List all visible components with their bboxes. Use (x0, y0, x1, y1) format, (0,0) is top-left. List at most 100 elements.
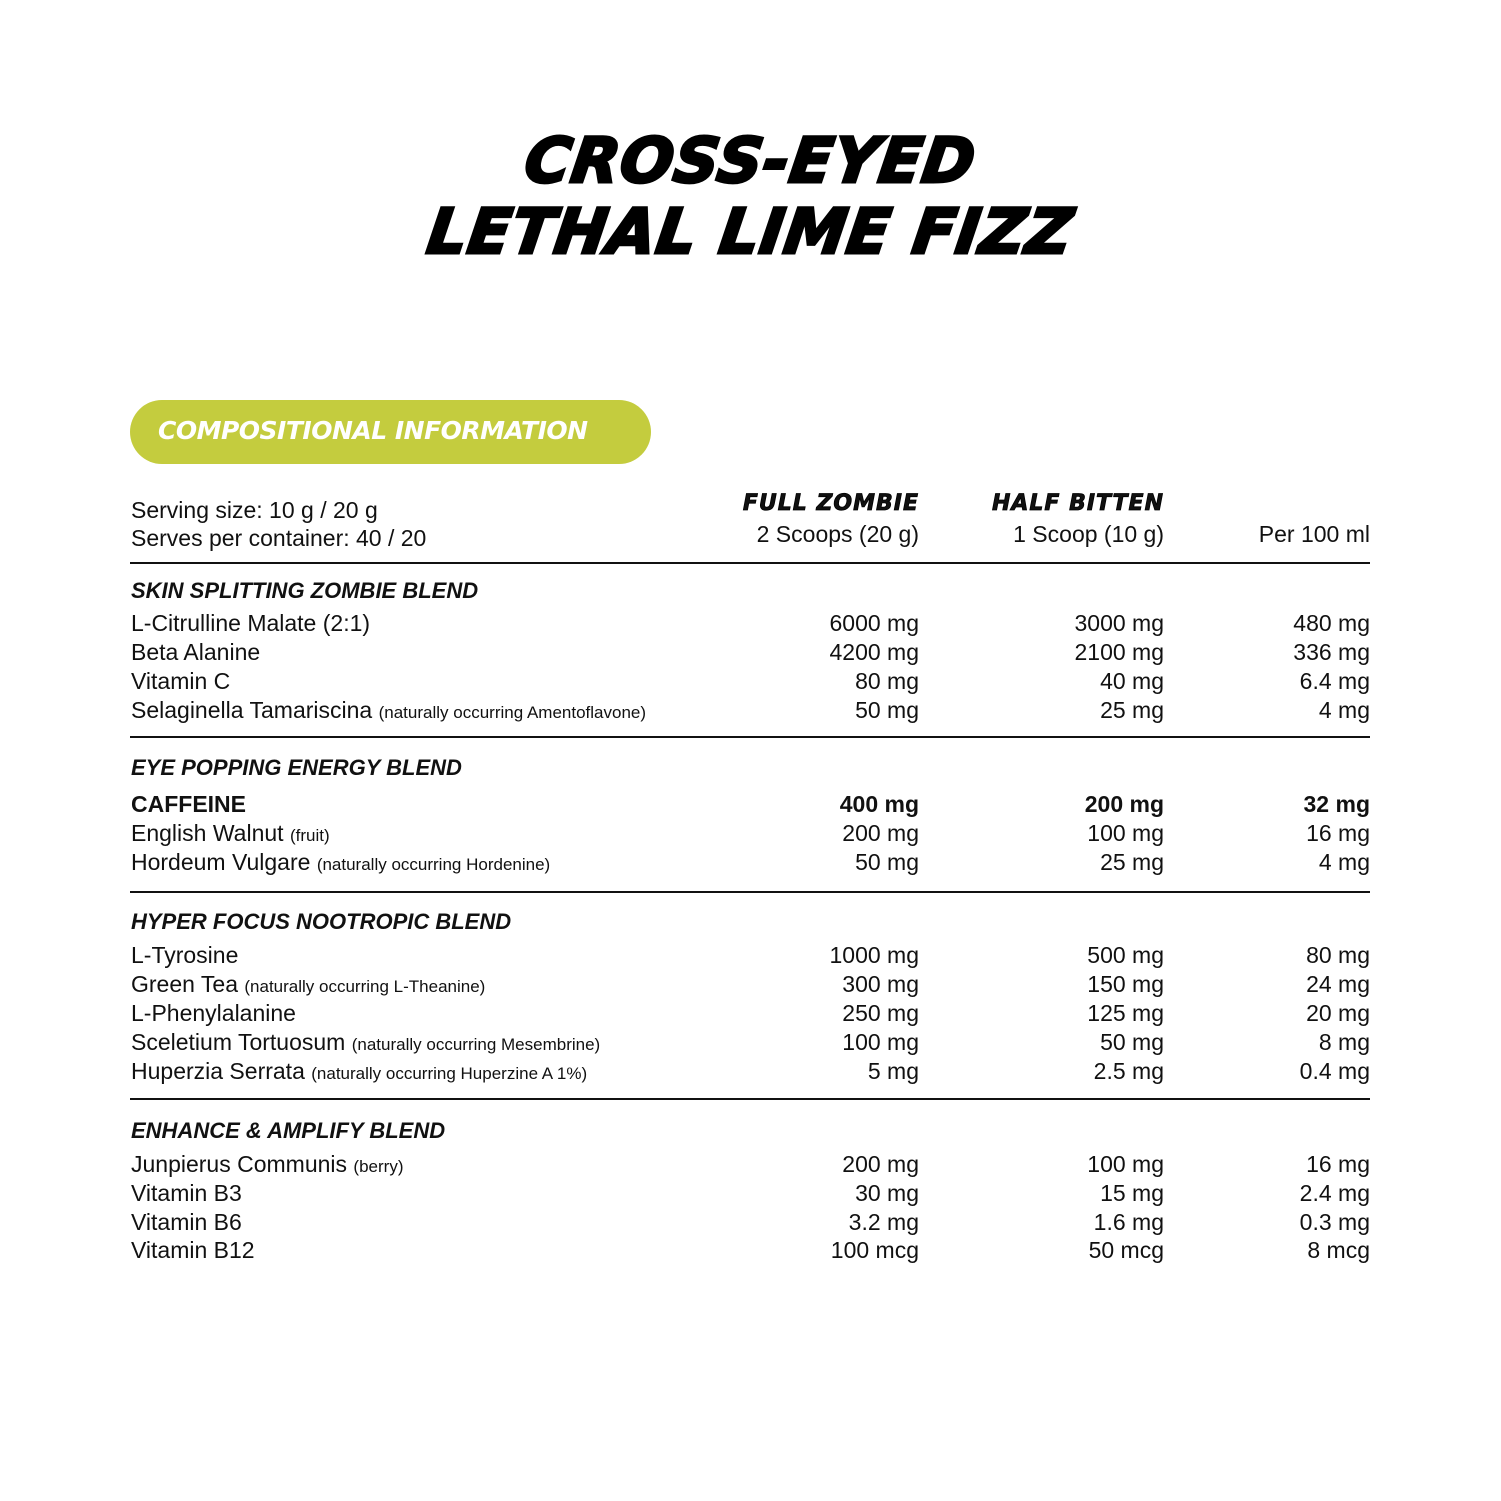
ingredient-note: (naturally occurring L-Theanine) (244, 977, 486, 996)
full-zombie-value: 30 mg (855, 1180, 919, 1206)
ingredient-name: L-Tyrosine (131, 941, 238, 969)
per-100ml-value: 16 mg (1306, 820, 1370, 846)
per-100ml-value: 336 mg (1293, 639, 1370, 665)
ingredient-name: Junpierus Communis (berry) (131, 1150, 403, 1181)
ingredient-name: Vitamin B3 (131, 1179, 242, 1207)
ingredient-note: (berry) (353, 1157, 404, 1176)
ingredient-name: Green Tea (naturally occurring L-Theanin… (131, 970, 485, 1001)
full-zombie-value: 100 mg (842, 1029, 919, 1055)
col-per-100ml-sub: Per 100 ml (1258, 521, 1370, 547)
ingredient-name: Vitamin B12 (131, 1236, 255, 1264)
blend-heading: EYE POPPING ENERGY BLEND (131, 755, 462, 780)
full-zombie-value: 300 mg (842, 971, 919, 997)
ingredient-note: (fruit) (289, 826, 330, 845)
full-zombie-value: 100 mcg (830, 1237, 919, 1263)
per-100ml-value: 480 mg (1293, 610, 1370, 636)
half-bitten-value: 1.6 mg (1093, 1209, 1164, 1235)
full-zombie-value: 200 mg (842, 820, 919, 846)
full-zombie-value: 5 mg (867, 1058, 919, 1084)
ingredient-label: Junpierus Communis (131, 1151, 348, 1177)
ingredient-label: L-Citrulline Malate (2:1) (131, 610, 371, 636)
ingredient-label: L-Phenylalanine (131, 1000, 296, 1026)
ingredient-note: (naturally occurring Amentoflavone) (378, 703, 647, 722)
half-bitten-value: 100 mg (1087, 820, 1164, 846)
ingredient-label: Selaginella Tamariscina (131, 697, 373, 723)
per-100ml-value: 0.4 mg (1299, 1058, 1370, 1084)
per-100ml-value: 4 mg (1318, 697, 1370, 723)
blend-heading: SKIN SPLITTING ZOMBIE BLEND (131, 578, 479, 603)
col-full-zombie-sub: 2 Scoops (20 g) (756, 521, 919, 547)
per-100ml-value: 32 mg (1303, 791, 1370, 817)
ingredient-name: English Walnut (fruit) (131, 819, 330, 850)
half-bitten-value: 50 mg (1100, 1029, 1164, 1055)
ingredient-name: L-Phenylalanine (131, 999, 296, 1027)
full-zombie-value: 1000 mg (829, 942, 919, 968)
half-bitten-value: 2.5 mg (1093, 1058, 1164, 1084)
per-100ml-value: 20 mg (1306, 1000, 1370, 1026)
section-divider (130, 1098, 1370, 1100)
full-zombie-value: 80 mg (855, 668, 919, 694)
per-100ml-value: 8 mcg (1307, 1237, 1370, 1263)
serving-size: Serving size: 10 g / 20 g (131, 497, 378, 523)
blend-heading: ENHANCE & AMPLIFY BLEND (131, 1118, 446, 1143)
ingredient-label: Sceletium Tortuosum (131, 1029, 346, 1055)
ingredient-name: CAFFEINE (131, 790, 246, 818)
full-zombie-value: 50 mg (855, 849, 919, 875)
half-bitten-value: 150 mg (1087, 971, 1164, 997)
half-bitten-value: 3000 mg (1074, 610, 1164, 636)
col-half-bitten-title: HALF BITTEN (991, 491, 1164, 517)
badge-label: COMPOSITIONAL INFORMATION (158, 416, 588, 445)
col-full-zombie-title: FULL ZOMBIE (742, 491, 919, 517)
half-bitten-value: 15 mg (1100, 1180, 1164, 1206)
half-bitten-value: 500 mg (1087, 942, 1164, 968)
per-100ml-value: 24 mg (1306, 971, 1370, 997)
ingredient-name: Hordeum Vulgare (naturally occurring Hor… (131, 848, 550, 879)
per-100ml-value: 16 mg (1306, 1151, 1370, 1177)
half-bitten-value: 25 mg (1100, 697, 1164, 723)
ingredient-label: CAFFEINE (131, 791, 246, 817)
ingredient-name: Selaginella Tamariscina (naturally occur… (131, 696, 646, 727)
ingredient-name: Huperzia Serrata (naturally occurring Hu… (131, 1057, 587, 1088)
full-zombie-value: 400 mg (839, 791, 919, 817)
half-bitten-value: 200 mg (1084, 791, 1164, 817)
section-divider (130, 891, 1370, 893)
compositional-information-badge: COMPOSITIONAL INFORMATION (130, 400, 651, 464)
ingredient-label: Vitamin B6 (131, 1209, 242, 1235)
per-100ml-value: 80 mg (1306, 942, 1370, 968)
ingredient-label: English Walnut (131, 820, 284, 846)
ingredient-label: Green Tea (131, 971, 238, 997)
ingredient-name: Sceletium Tortuosum (naturally occurring… (131, 1028, 600, 1059)
section-divider (130, 736, 1370, 738)
ingredient-label: Vitamin C (131, 668, 231, 694)
ingredient-name: Vitamin B6 (131, 1208, 242, 1236)
ingredient-name: L-Citrulline Malate (2:1) (131, 609, 370, 637)
half-bitten-value: 2100 mg (1074, 639, 1164, 665)
half-bitten-value: 100 mg (1087, 1151, 1164, 1177)
half-bitten-value: 40 mg (1100, 668, 1164, 694)
ingredient-label: L-Tyrosine (131, 942, 239, 968)
ingredient-note: (naturally occurring Huperzine A 1%) (311, 1064, 588, 1083)
ingredient-label: Hordeum Vulgare (131, 849, 311, 875)
ingredient-label: Huperzia Serrata (131, 1058, 305, 1084)
full-zombie-value: 50 mg (855, 697, 919, 723)
ingredient-name: Beta Alanine (131, 638, 260, 666)
per-100ml-value: 4 mg (1318, 849, 1370, 875)
product-title-line-1: CROSS-EYED (519, 123, 982, 199)
ingredient-label: Vitamin B12 (131, 1237, 255, 1263)
full-zombie-value: 6000 mg (829, 610, 919, 636)
full-zombie-value: 3.2 mg (848, 1209, 919, 1235)
per-100ml-value: 2.4 mg (1299, 1180, 1370, 1206)
header-divider (130, 562, 1370, 564)
full-zombie-value: 200 mg (842, 1151, 919, 1177)
full-zombie-value: 4200 mg (829, 639, 919, 665)
ingredient-note: (naturally occurring Hordenine) (316, 855, 551, 874)
full-zombie-value: 250 mg (842, 1000, 919, 1026)
per-100ml-value: 6.4 mg (1299, 668, 1370, 694)
half-bitten-value: 50 mcg (1088, 1237, 1164, 1263)
ingredient-label: Vitamin B3 (131, 1180, 242, 1206)
blend-heading: HYPER FOCUS NOOTROPIC BLEND (131, 909, 512, 934)
product-title-line-2: LETHAL LIME FIZZ (422, 194, 1080, 270)
ingredient-label: Beta Alanine (131, 639, 261, 665)
half-bitten-value: 25 mg (1100, 849, 1164, 875)
per-100ml-value: 8 mg (1318, 1029, 1370, 1055)
